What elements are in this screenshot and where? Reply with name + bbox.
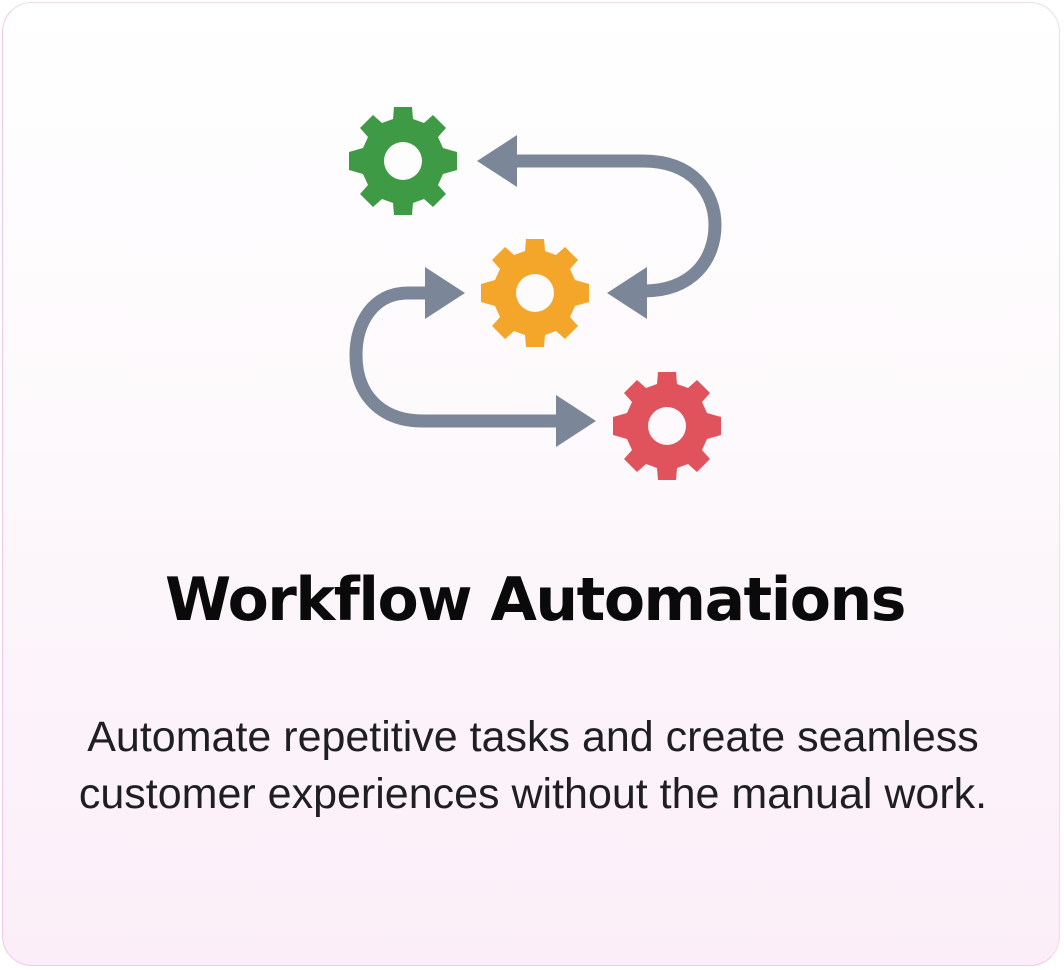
arrow-icon bbox=[349, 286, 570, 428]
card-title: Workflow Automations bbox=[165, 565, 906, 635]
arrow-icon bbox=[501, 154, 722, 298]
gear-icon bbox=[613, 372, 721, 480]
arrowhead-left-middle bbox=[607, 267, 647, 319]
card-description: Automate repetitive tasks and create sea… bbox=[78, 713, 988, 818]
gear-icon bbox=[349, 107, 457, 215]
arrowhead-right-bottom bbox=[556, 395, 596, 447]
gear-icon bbox=[481, 239, 589, 347]
arrowhead-left-top bbox=[477, 135, 517, 187]
workflow-illustration bbox=[349, 107, 722, 480]
arrowhead-right-middle bbox=[425, 267, 465, 319]
